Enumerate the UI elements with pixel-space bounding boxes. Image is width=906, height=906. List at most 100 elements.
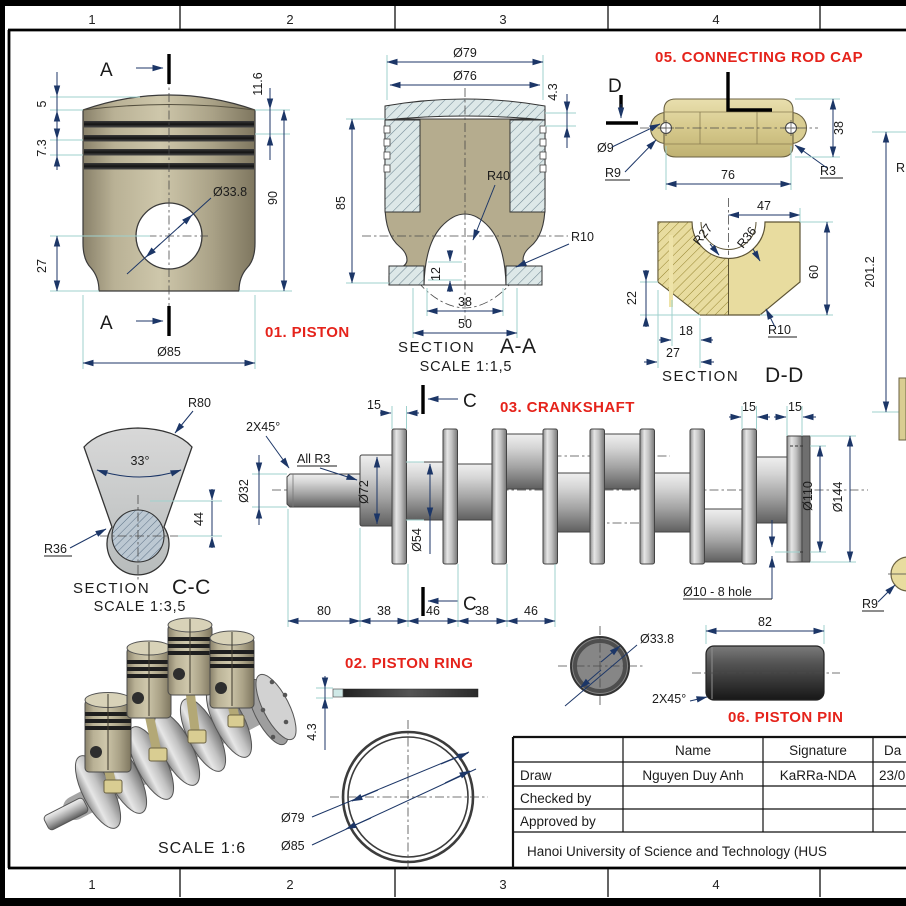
caption-assembly-scale: SCALE 1:6 (158, 840, 246, 857)
section-marker-c-bottom: C (463, 594, 477, 615)
dim-crown-edge: 5 (35, 100, 49, 107)
dim-side-r9: R9 (862, 597, 878, 611)
dim-pin-chamfer: 2X45° (652, 692, 686, 706)
dim-aa-groove: 4.3 (546, 83, 560, 100)
dim-aa-r10: R10 (571, 230, 594, 244)
view-assembly-3d: SCALE 1:6 (43, 617, 297, 857)
title-block-draw-signature: KaRRa-NDA (780, 768, 857, 783)
caption-section-dd-name: D-D (765, 364, 804, 387)
dim-crank-46a: 46 (426, 604, 440, 618)
dim-side-length: 201.2 (863, 256, 877, 287)
dim-side-r-cut: R (896, 161, 905, 175)
dim-crank-d72: Ø72 (357, 480, 371, 504)
dim-dd-r10: R10 (768, 323, 791, 337)
assembly-pistons (84, 617, 255, 773)
view-piston-front: A A 5 7.3 27 11.6 90 Ø33.8 Ø85 01. PISTO… (35, 54, 349, 369)
dim-crank-d144: Ø144 (831, 482, 845, 513)
view-crankshaft: 03. CRANKSHAFT 2X45° All R3 Ø32 Ø72 Ø54 … (237, 385, 868, 627)
title-block-header-date: Da (884, 743, 902, 758)
dim-cap-width: 76 (721, 168, 735, 182)
dim-aa-d79: Ø79 (453, 46, 477, 60)
zone-label-1-top: 1 (88, 12, 95, 27)
dim-dd-22: 22 (625, 291, 639, 305)
dim-crank-holes: Ø10 - 8 hole (683, 585, 752, 599)
dim-crank-chamfer: 2X45° (246, 420, 280, 434)
dim-cc-r36: R36 (44, 542, 67, 556)
dim-aa-d76: Ø76 (453, 69, 477, 83)
dim-crank-15a: 15 (367, 398, 381, 412)
zone-label-2-top: 2 (286, 12, 293, 27)
title-block-draw-date: 23/0 (879, 768, 905, 783)
view-rod-cap: 05. CONNECTING ROD CAP D Ø9 R9 R3 76 38 … (597, 49, 863, 387)
zone-label-1-bottom: 1 (88, 877, 95, 892)
caption-section-cc-name: C-C (172, 576, 211, 599)
dim-crank-38b: 38 (475, 604, 489, 618)
dim-aa-d50: 50 (458, 317, 472, 331)
dim-cap-r9: R9 (605, 166, 621, 180)
dim-cc-r80: R80 (188, 396, 211, 410)
caption-section-aa-scale: SCALE 1:1,5 (420, 359, 513, 375)
title-piston-pin: 06. PISTON PIN (728, 709, 843, 726)
zone-label-2-bottom: 2 (286, 877, 293, 892)
dim-crank-15c: 15 (788, 400, 802, 414)
dim-crank-d110: Ø110 (801, 481, 815, 511)
title-crankshaft: 03. CRANKSHAFT (500, 399, 635, 416)
dim-dd-18: 18 (679, 324, 693, 338)
dim-cap-r3: R3 (820, 164, 836, 178)
dim-piston-diameter: Ø85 (157, 345, 181, 359)
dim-dd-27: 27 (666, 346, 680, 360)
view-section-cc: 44 R80 33° R36 SECTION C-C SCALE 1:3,5 (44, 396, 222, 615)
title-block-row-approved: Approved by (520, 814, 596, 829)
dim-groove-pitch: 7.3 (35, 139, 49, 156)
title-block-row-checked: Checked by (520, 791, 592, 806)
dim-crank-15b: 15 (742, 400, 756, 414)
section-marker-a-bottom: A (100, 313, 113, 334)
section-marker-a-top: A (100, 60, 113, 81)
dim-crank-fillets: All R3 (297, 452, 330, 466)
dim-aa-r40: R40 (487, 169, 510, 183)
dim-aa-d38: 38 (458, 295, 472, 309)
zone-label-3-top: 3 (499, 12, 506, 27)
dim-top-land: 11.6 (251, 72, 265, 95)
dim-cc-angle: 33° (131, 454, 150, 468)
dim-ring-thickness: 4.3 (305, 723, 319, 740)
dim-crank-d54: Ø54 (410, 528, 424, 552)
dim-piston-bore: Ø33.8 (213, 185, 247, 199)
dim-aa-d12: 12 (429, 267, 443, 281)
caption-section-cc-scale: SCALE 1:3,5 (94, 599, 187, 615)
zone-label-4-top: 4 (712, 12, 719, 27)
title-piston-ring: 02. PISTON RING (345, 655, 473, 672)
dim-crank-46b: 46 (524, 604, 538, 618)
dim-cc-44: 44 (192, 512, 206, 526)
title-block: Name Signature Da Draw Nguyen Duy Anh Ka… (511, 735, 906, 868)
dim-dd-47: 47 (757, 199, 771, 213)
caption-section-cc: SECTION (73, 580, 150, 597)
title-block-header-signature: Signature (789, 743, 847, 758)
dim-ring-inner: Ø79 (281, 811, 305, 825)
title-block-header-name: Name (675, 743, 711, 758)
title-block-draw-name: Nguyen Duy Anh (642, 768, 743, 783)
caption-section-dd: SECTION (662, 368, 739, 385)
view-rod-side-partial: 201.2 R R9 (862, 131, 906, 612)
dim-dd-60: 60 (807, 265, 821, 279)
dim-ring-outer: Ø85 (281, 839, 305, 853)
section-marker-c-top: C (463, 391, 477, 412)
view-section-aa: Ø79 Ø76 4.3 85 R40 R10 12 38 50 SECTION … (334, 46, 594, 375)
dim-cap-hole: Ø9 (597, 141, 614, 155)
dim-crank-d32: Ø32 (237, 479, 251, 503)
dim-piston-height: 90 (266, 191, 280, 205)
dim-pin-height: 27 (35, 259, 49, 273)
dim-cap-height: 38 (832, 121, 846, 135)
zone-label-3-bottom: 3 (499, 877, 506, 892)
view-piston-pin: Ø33.8 82 2X45° 06. PISTON PIN (558, 615, 843, 726)
dim-crank-80: 80 (317, 604, 331, 618)
dim-pin-diameter: Ø33.8 (640, 632, 674, 646)
caption-section-aa: SECTION (398, 339, 475, 356)
view-piston-ring: 02. PISTON RING 4.3 Ø79 Ø85 (281, 655, 488, 870)
caption-section-aa-name: A-A (500, 335, 537, 358)
dim-crank-38a: 38 (377, 604, 391, 618)
title-rod-cap: 05. CONNECTING ROD CAP (655, 49, 863, 66)
dim-pin-length: 82 (758, 615, 772, 629)
